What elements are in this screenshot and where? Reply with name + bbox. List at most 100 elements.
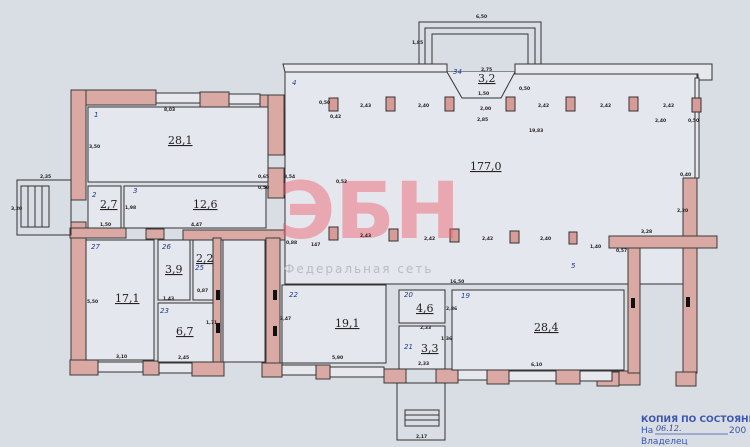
dimension-label: 0,88	[286, 240, 297, 246]
door-markers	[216, 290, 690, 336]
dimension-label: 2,43	[360, 103, 371, 109]
dimension-label: 0,50	[258, 185, 269, 191]
dimension-label: 16,50	[450, 279, 464, 285]
room-area: 28,4	[534, 321, 559, 334]
dimension-label: 0,52	[336, 179, 347, 185]
dimension-label: 2,17	[416, 434, 427, 440]
room-area: 28,1	[168, 134, 193, 147]
dimension-label: 0,65	[258, 174, 269, 180]
room-number: 4	[292, 79, 296, 87]
dimension-label: 0,57	[616, 248, 627, 254]
dimension-label: 19,83	[529, 128, 543, 134]
left-stair-porch	[16, 179, 72, 236]
dimension-label: КОПИЯ ПО СОСТОЯНИ	[641, 415, 750, 425]
dimension-label: 2,86	[446, 306, 457, 312]
dimension-label: 3,10	[116, 354, 127, 360]
room-number: 3	[133, 187, 137, 195]
dimension-label: 3,28	[641, 229, 652, 235]
dimension-label: 1,98	[125, 205, 136, 211]
dimension-label: 1,36	[441, 336, 452, 342]
bay-34	[446, 71, 516, 99]
dimension-label: 2,40	[540, 236, 551, 242]
room-area: 3,2	[478, 72, 496, 85]
dimension-labels: 6,50 1,85 2,75 1,50 2,85 2,00 0,50 0,50 …	[11, 14, 699, 440]
dimension-label: 2,42	[663, 103, 674, 109]
room-area: 3,9	[165, 263, 183, 276]
dimension-label: 0,50	[319, 100, 330, 106]
room-number: 23	[160, 307, 169, 315]
dimension-label: 5,90	[332, 355, 343, 361]
room-number: 34	[453, 68, 462, 76]
dimension-label: 5,50	[87, 299, 98, 305]
room-area: 6,7	[176, 325, 194, 338]
dimension-label: 06.12.	[656, 424, 681, 433]
room-area: 12,6	[193, 198, 218, 211]
room-area: 17,1	[115, 292, 140, 305]
room-area: 19,1	[335, 317, 360, 330]
dimension-label: 2,45	[178, 355, 189, 361]
dimension-label: 3,20	[11, 206, 22, 212]
room-number: 1	[94, 111, 98, 119]
right-thin-wall	[694, 77, 700, 179]
room-number: 19	[461, 292, 470, 300]
room-number: 25	[195, 264, 204, 272]
room-number: 2	[92, 191, 97, 199]
dimension-label: 0,50	[688, 118, 699, 124]
dimension-label: 1,40	[590, 244, 601, 250]
dimension-label: 0,40	[680, 172, 691, 178]
dimension-label: 1,50	[478, 91, 489, 97]
dimension-label: 6,50	[476, 14, 487, 20]
room-area: 2,2	[196, 252, 214, 265]
walls	[69, 89, 718, 387]
dimension-label: 2,42	[538, 103, 549, 109]
dimension-label: 147	[311, 242, 320, 248]
room-area: 2,7	[100, 198, 118, 211]
dimension-label: Владелец	[641, 437, 688, 447]
room-number: 20	[404, 291, 413, 299]
dimension-label: 2,42	[424, 236, 435, 242]
room-number: 22	[289, 291, 298, 299]
dimension-label: 4,47	[191, 222, 202, 228]
dimension-label: 3,47	[280, 316, 291, 322]
dimension-label: 0,42	[330, 114, 341, 120]
room-number: 21	[404, 343, 413, 351]
dimension-label: 2,20	[677, 208, 688, 214]
dimension-label: 2,40	[418, 103, 429, 109]
dimension-label: 3,54	[284, 174, 295, 180]
room-number: 27	[91, 243, 100, 251]
dimension-label: 2,42	[482, 236, 493, 242]
rooms	[85, 106, 625, 371]
dimension-label: 3,50	[89, 144, 100, 150]
dimension-label: 2,33	[420, 325, 431, 331]
dimension-label: 2,75	[481, 67, 492, 73]
top-thin-wall	[282, 63, 448, 73]
windows	[97, 92, 613, 382]
dimension-label: 0,50	[519, 86, 530, 92]
bottom-stair-porch	[396, 382, 446, 441]
dimension-label: 2,85	[477, 117, 488, 123]
dimension-label: 2,35	[40, 174, 51, 180]
dimension-label: 1,71	[206, 320, 217, 326]
dimension-label: 0,87	[197, 288, 208, 294]
watermark-text: Федеральная сеть	[284, 262, 433, 276]
dimension-label: 2,33	[418, 361, 429, 367]
dimension-label: На	[641, 426, 653, 436]
dimension-label: 6,10	[531, 362, 542, 368]
room-area: 177,0	[470, 160, 502, 173]
dimension-label: 2,40	[655, 118, 666, 124]
dimension-label: 2,42	[600, 103, 611, 109]
top-porch	[418, 21, 542, 64]
dimension-label: 1,43	[163, 296, 174, 302]
dimension-label: 2,43	[360, 233, 371, 239]
dimension-label: 2,00	[480, 106, 491, 112]
dimension-label: 1,85	[412, 40, 423, 46]
dimension-label: 200	[729, 426, 746, 436]
dimension-label: 1,50	[100, 222, 111, 228]
dimension-label: 8,03	[164, 107, 175, 113]
room-number: 5	[571, 262, 576, 270]
room-number: 26	[162, 243, 171, 251]
room-area: 3,3	[421, 342, 439, 355]
copy-stamp: КОПИЯ ПО СОСТОЯНИ На 06.12. 200 Владелец	[641, 415, 750, 447]
watermark-logo: ЭБН	[278, 167, 460, 257]
